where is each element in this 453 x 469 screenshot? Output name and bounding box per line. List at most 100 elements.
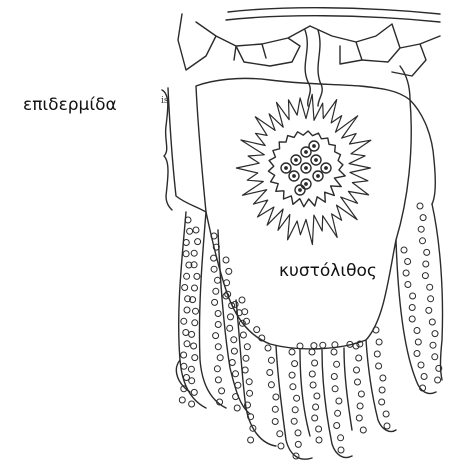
chloroplast [235,382,241,388]
epidermis-label: επιδερμίδα [23,95,117,115]
chloroplast [355,379,361,385]
chloroplast [239,297,245,303]
chloroplast [192,355,198,361]
chloroplast [215,377,221,383]
chloroplast [409,305,415,311]
chloroplast [184,341,190,347]
chloroplast [295,430,301,436]
cystolith-label: κυστόλιθος [279,261,377,281]
chloroplast [417,203,423,209]
chloroplast [331,374,337,380]
chloroplast [294,395,300,401]
chloroplast [335,410,341,416]
chloroplast [332,386,338,392]
chloroplast [358,391,364,397]
chloroplast [414,351,420,357]
cystolith-stalk-2 [318,30,322,106]
cuticle-inner [226,16,440,22]
chloroplast [432,354,438,360]
chloroplast [334,423,340,429]
chloroplast [374,351,380,357]
chloroplast [421,374,427,380]
is-mark-label: is [161,96,169,106]
chloroplast [356,415,362,421]
chloroplast [309,371,315,377]
cystolith-granule-dot [305,167,307,169]
right-cell-wall [410,100,435,204]
chloroplast [183,251,189,257]
lithocyst-cell-wall [196,78,411,349]
chloroplast [289,349,295,355]
chloroplast [354,367,360,373]
cystolith-granule-dot [315,159,317,161]
chloroplast [267,370,273,376]
chloroplast [418,362,424,368]
chloroplast [311,343,317,349]
cystolith-granule-dot [305,151,307,153]
chloroplast [334,361,340,367]
chloroplast [193,308,199,314]
cystolith-stalk [305,30,310,106]
chloroplast [420,215,426,221]
chloroplast [312,360,318,366]
chloroplast [290,384,296,390]
chloroplast [254,327,260,333]
chloroplast [336,398,342,404]
chloroplast [272,406,278,412]
chloroplast [227,325,233,331]
chloroplast [414,328,420,334]
chloroplast [403,270,409,276]
cystolith-granule-dot [317,175,319,177]
chloroplast [420,238,426,244]
chloroplast [181,318,187,324]
chloroplast [215,344,221,350]
chloroplast [405,259,411,265]
chloroplast [229,360,235,366]
chloroplast [217,355,223,361]
chloroplast [223,257,229,263]
cuticle-outer [228,8,440,14]
chloroplast [380,375,386,381]
chloroplast [191,250,197,256]
chloroplast [309,349,315,355]
left-epidermal-brace [162,90,172,210]
chloroplast [179,397,185,403]
chloroplast [184,307,190,313]
chloroplast [338,435,344,441]
palisade-cell-9 [396,240,436,394]
cystolith-core [268,131,345,207]
cystolith-granule-dot [325,167,327,169]
chloroplast [215,277,221,283]
chloroplast [405,282,411,288]
chloroplast [432,331,438,337]
chloroplast [248,437,254,443]
chloroplast [401,247,407,253]
chloroplast [213,333,219,339]
chloroplast [376,363,382,369]
cystolith-body [236,94,370,244]
chloroplast [410,293,416,299]
chloroplast [189,331,195,337]
chloroplast [265,345,271,351]
chloroplast [316,426,322,432]
chloroplast [292,407,298,413]
palisade-cell-5 [300,350,310,436]
cystolith-granule-dot [305,183,307,185]
chloroplast [184,273,190,279]
chloroplast [182,285,188,291]
chloroplast [212,299,218,305]
chloroplast [422,273,428,279]
chloroplast [423,261,429,267]
chloroplast [379,399,385,405]
chloroplast [379,387,385,393]
chloroplast [383,411,389,417]
chloroplast [429,319,435,325]
chloroplast [215,311,221,317]
chloroplast [428,296,434,302]
chloroplast [313,404,319,410]
chloroplast [360,427,366,433]
palisade-cell-8 [366,340,396,432]
chloroplast [268,382,274,388]
chloroplast [292,361,298,367]
chloroplast [268,357,274,363]
